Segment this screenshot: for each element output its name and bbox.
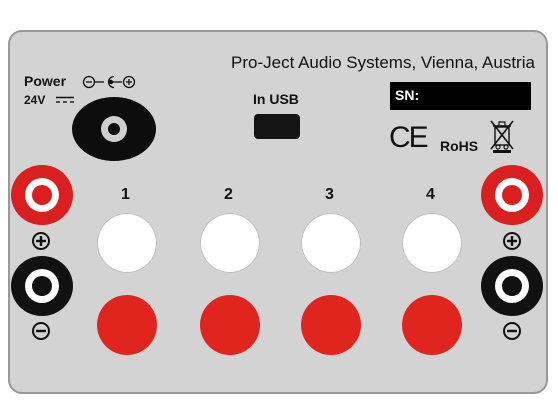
rca-jack-2-white[interactable] xyxy=(200,213,260,273)
usb-label: In USB xyxy=(253,91,299,107)
ce-mark-icon: CE xyxy=(389,121,429,154)
brand-text: Pro-Ject Audio Systems, Vienna, Austria xyxy=(231,53,535,72)
polarity-icon xyxy=(82,75,136,89)
minus-icon xyxy=(32,322,50,340)
rca-jack-2-red[interactable] xyxy=(200,295,260,355)
input-number-2: 2 xyxy=(224,186,233,203)
speaker-terminal-left-negative[interactable] xyxy=(11,256,73,316)
input-number-4: 4 xyxy=(426,186,435,203)
power-label: Power xyxy=(24,73,67,89)
rca-jack-4-red[interactable] xyxy=(402,295,462,355)
weee-bin-icon xyxy=(490,120,514,153)
dc-symbol-icon xyxy=(56,96,74,103)
speaker-terminal-left-positive[interactable] xyxy=(11,165,73,225)
power-jack-ring xyxy=(101,116,127,142)
voltage-label: 24V xyxy=(24,93,46,107)
rca-jack-4-white[interactable] xyxy=(402,213,462,273)
speaker-terminal-right-positive[interactable] xyxy=(481,165,543,225)
power-jack-pin xyxy=(108,123,120,135)
rohs-label: RoHS xyxy=(440,138,479,154)
rca-jack-3-red[interactable] xyxy=(301,295,361,355)
serial-number-box: SN: xyxy=(390,82,531,110)
minus-icon xyxy=(503,322,521,340)
input-number-3: 3 xyxy=(325,186,334,203)
serial-label: SN: xyxy=(395,87,420,103)
plus-icon xyxy=(503,232,521,250)
rca-jack-1-white[interactable] xyxy=(97,213,157,273)
power-jack[interactable] xyxy=(72,97,156,161)
speaker-terminal-right-negative[interactable] xyxy=(481,256,543,316)
rca-jack-3-white[interactable] xyxy=(301,213,361,273)
input-number-1: 1 xyxy=(121,186,130,203)
rca-jack-1-red[interactable] xyxy=(97,295,157,355)
usb-port[interactable] xyxy=(254,114,300,139)
plus-icon xyxy=(32,232,50,250)
